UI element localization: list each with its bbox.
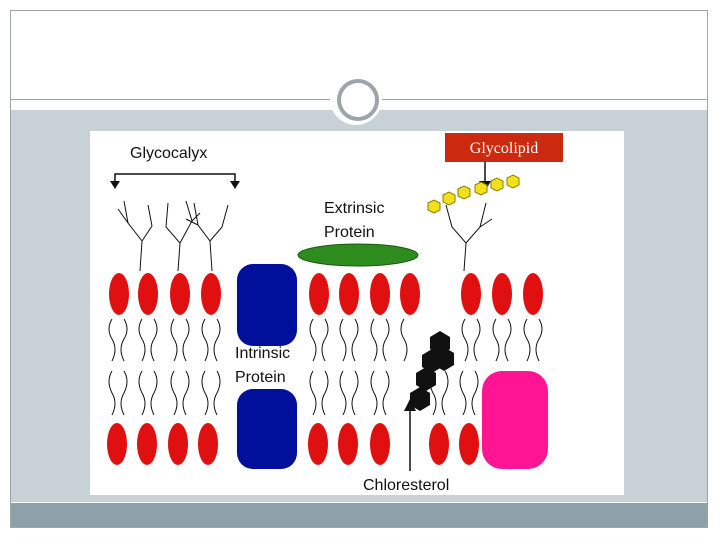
glycocalyx-bracket (114, 173, 236, 181)
slide-footer-band (11, 503, 707, 527)
intrinsic-label-line1: Intrinsic (235, 345, 290, 362)
membrane-diagram-svg: Glycocalyx Glycolipid Extrinsic (107, 133, 563, 494)
glycocalyx-arrow-left (110, 181, 120, 189)
extrinsic-label-line2: Protein (324, 224, 375, 241)
extrinsic-protein (297, 243, 419, 267)
fatty-acid-tails (108, 318, 543, 416)
glycolipid-sugars (427, 174, 520, 214)
glycolipid-label: Glycolipid (470, 140, 538, 157)
cholesterol-arrow-head (404, 399, 416, 411)
intrinsic-protein-upper (237, 264, 297, 346)
glycolipid-label-box (445, 133, 563, 162)
intrinsic-protein-lower (237, 389, 297, 469)
extrinsic-label-line1: Extrinsic (324, 200, 384, 217)
cholesterol-label: Chloresterol (363, 477, 449, 494)
cholesterol-molecule (410, 331, 454, 411)
upper-phospholipid-heads (109, 273, 543, 315)
title-ornament-circle (337, 79, 379, 121)
lower-phospholipid-heads (107, 423, 479, 465)
intrinsic-label-line2: Protein (235, 369, 286, 386)
glycocalyx-chains (117, 200, 493, 272)
pink-protein (482, 371, 548, 469)
glycocalyx-arrow-right (230, 181, 240, 189)
membrane-diagram: Glycocalyx Glycolipid Extrinsic (90, 131, 624, 495)
glycocalyx-label: Glycocalyx (130, 145, 207, 162)
